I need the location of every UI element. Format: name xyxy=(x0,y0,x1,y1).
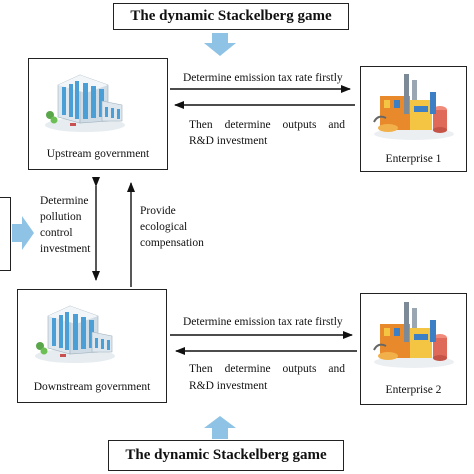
top-return-line2: R&D investment xyxy=(189,135,268,147)
enterprise-1-label: Enterprise 1 xyxy=(385,153,442,165)
pollution-control-line: investment xyxy=(40,243,91,255)
ecological-compensation-line: ecological xyxy=(140,221,188,233)
enterprise-2-label: Enterprise 2 xyxy=(385,384,442,396)
bottom-block-arrow xyxy=(204,416,236,439)
bottom-return-line1: Then determine outputs and xyxy=(189,363,345,375)
government-building-icon xyxy=(45,74,125,132)
pollution-control-line: pollution xyxy=(40,211,82,223)
top-return-line1: Then determine outputs and xyxy=(189,119,345,131)
left-partial-box xyxy=(0,197,11,271)
top-title: The dynamic Stackelberg game xyxy=(130,8,332,24)
ecological-compensation-label: Provide ecological compensation xyxy=(140,203,204,251)
factory-icon xyxy=(373,74,454,140)
government-building-icon xyxy=(35,305,115,363)
pollution-control-label: Determine pollution control investment xyxy=(40,193,90,257)
top-title-box: The dynamic Stackelberg game xyxy=(113,3,349,30)
bottom-title-box: The dynamic Stackelberg game xyxy=(108,440,344,471)
left-block-arrow xyxy=(12,216,34,250)
upstream-government-label: Upstream government xyxy=(46,148,150,160)
bottom-return-line2: R&D investment xyxy=(189,380,268,392)
top-forward-label: Determine emission tax rate firstly xyxy=(183,72,343,84)
downstream-government-label: Downstream government xyxy=(33,381,151,393)
top-block-arrow xyxy=(204,33,236,56)
pollution-control-line: Determine xyxy=(40,195,89,207)
ecological-compensation-line: Provide xyxy=(140,205,176,217)
pollution-control-line: control xyxy=(40,227,73,239)
ecological-compensation-line: compensation xyxy=(140,237,204,249)
factory-icon xyxy=(373,302,454,368)
bottom-title: The dynamic Stackelberg game xyxy=(125,447,327,463)
bottom-forward-label: Determine emission tax rate firstly xyxy=(183,316,343,328)
